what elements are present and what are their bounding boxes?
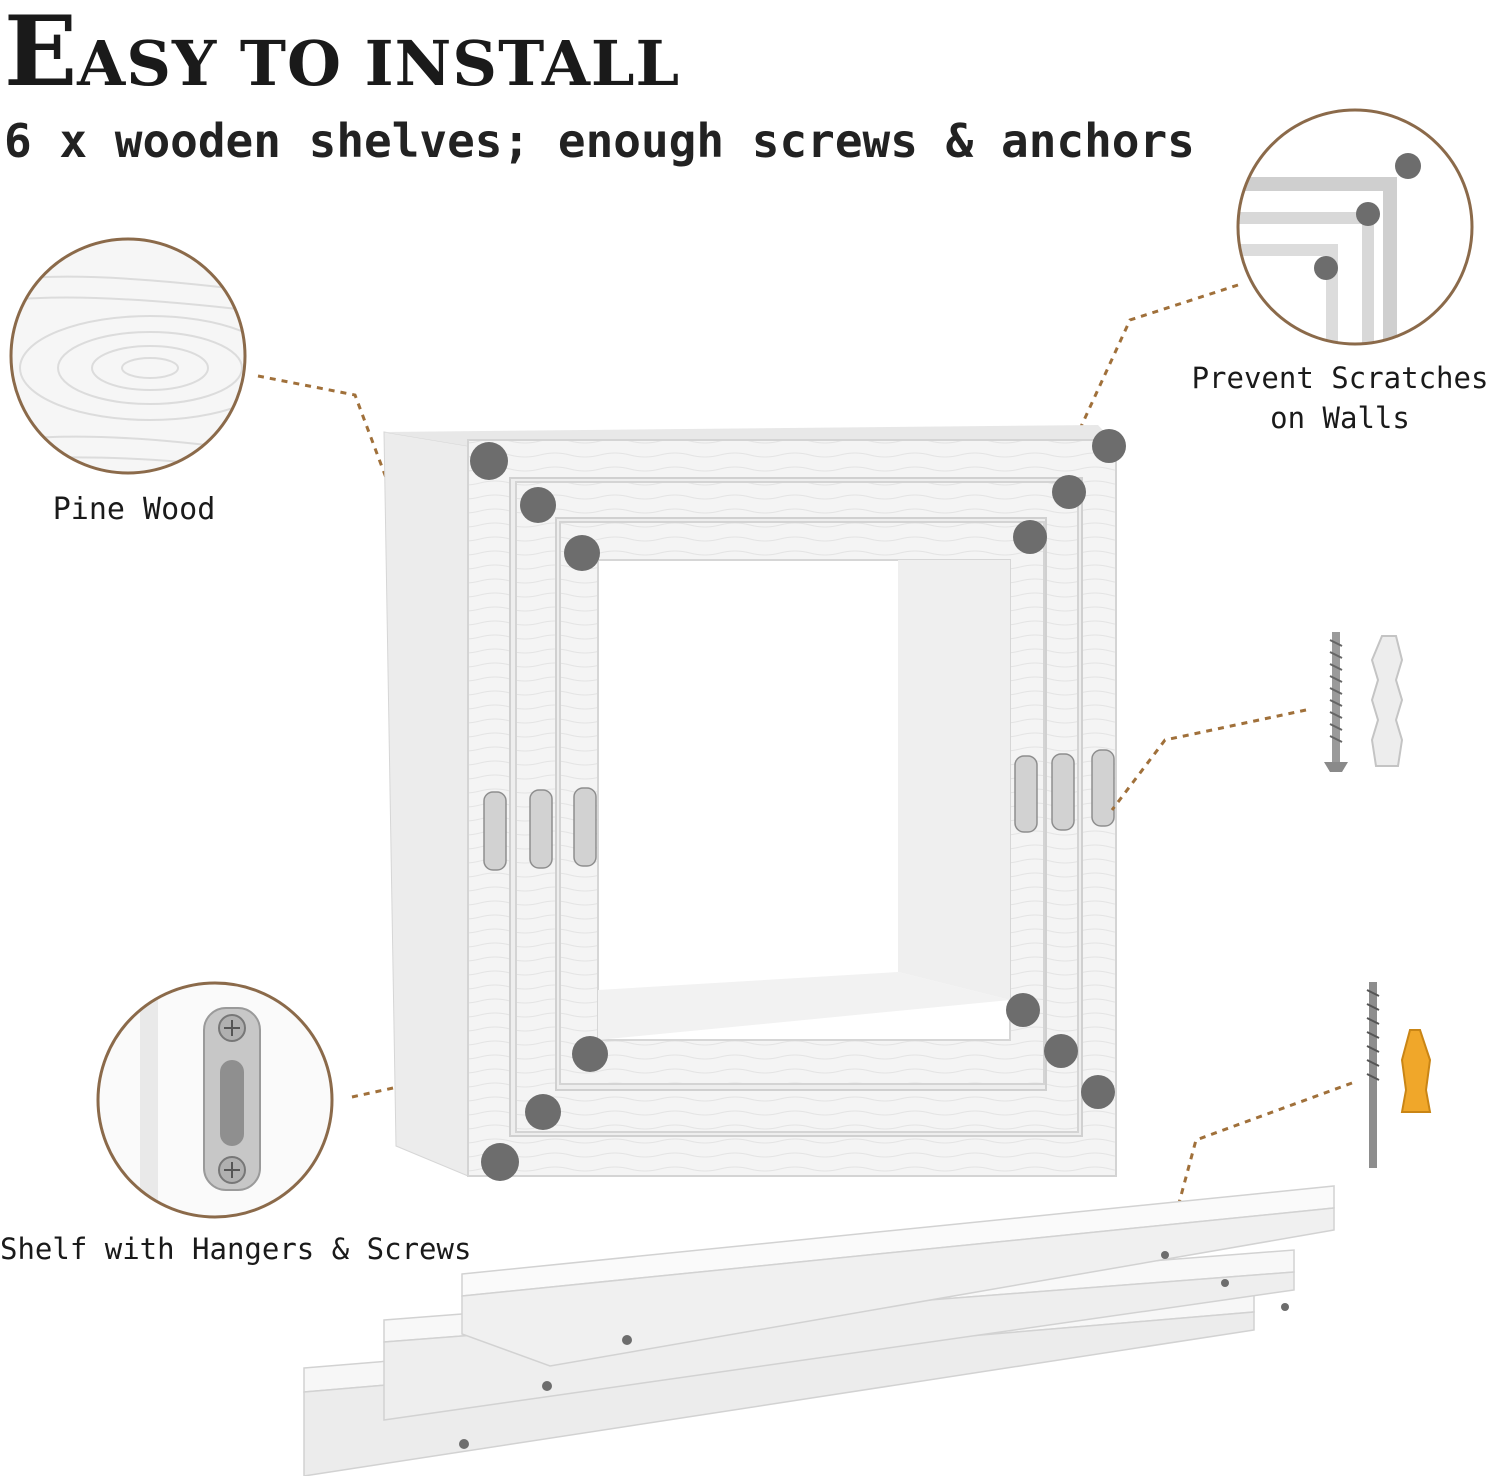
bumper-pad-icon <box>1356 202 1380 226</box>
sawtooth-hanger-icon <box>1051 753 1075 831</box>
page-title: EASY TO INSTALL <box>4 4 680 100</box>
bumper-pad-icon <box>1314 256 1338 280</box>
prevent-scratches-label: Prevent Scratches on Walls <box>1180 358 1500 438</box>
bumper-pad-icon <box>1013 520 1047 554</box>
screw-icon <box>1366 982 1380 1168</box>
bumper-pad-icon <box>1092 429 1126 463</box>
bumper-pad-icon <box>1044 1034 1078 1068</box>
bumper-pad-icon <box>1006 993 1040 1027</box>
sawtooth-hanger-icon <box>573 787 597 867</box>
bumper-pad-icon <box>1081 1075 1115 1109</box>
cube-shelves <box>383 425 1126 1181</box>
bumper-pad-icon <box>1052 475 1086 509</box>
wall-anchor-icon <box>1370 635 1404 767</box>
shelf-hangers-label: Shelf with Hangers & Screws <box>0 1232 472 1266</box>
wood-grain-icon <box>11 239 245 473</box>
prevent-scratches-line1: Prevent Scratches <box>1191 361 1489 395</box>
prevent-scratches-line2: on Walls <box>1270 401 1410 435</box>
plank-shelves <box>303 1185 1335 1476</box>
sawtooth-hanger-icon <box>1091 749 1115 827</box>
pine-wood-callout <box>9 237 432 596</box>
bumper-pad-icon <box>470 442 508 480</box>
bumper-pad-icon <box>1395 153 1421 179</box>
bumper-pad-icon <box>520 487 556 523</box>
sawtooth-hanger-icon <box>1014 755 1038 833</box>
title-rest: ASY TO INSTALL <box>77 27 681 100</box>
sawtooth-hanger-icon <box>203 1007 261 1191</box>
bumper-pad-icon <box>572 1036 608 1072</box>
page-subtitle: 6 x wooden shelves; enough screws & anch… <box>4 114 1195 168</box>
bumper-pad-icon <box>564 535 600 571</box>
screw-anchor-set-white <box>1110 632 1404 811</box>
pine-wood-label: Pine Wood <box>52 492 216 527</box>
bumper-pad-icon <box>481 1143 519 1181</box>
wall-anchor-icon <box>1400 1029 1432 1113</box>
hanger-callout <box>96 859 537 1219</box>
sawtooth-hanger-icon <box>529 789 553 869</box>
bumper-pad-icon <box>525 1094 561 1130</box>
prevent-scratches-callout <box>1060 108 1474 469</box>
screw-icon <box>1324 632 1348 772</box>
title-initial: E <box>4 0 78 108</box>
sawtooth-hanger-icon <box>483 791 507 871</box>
